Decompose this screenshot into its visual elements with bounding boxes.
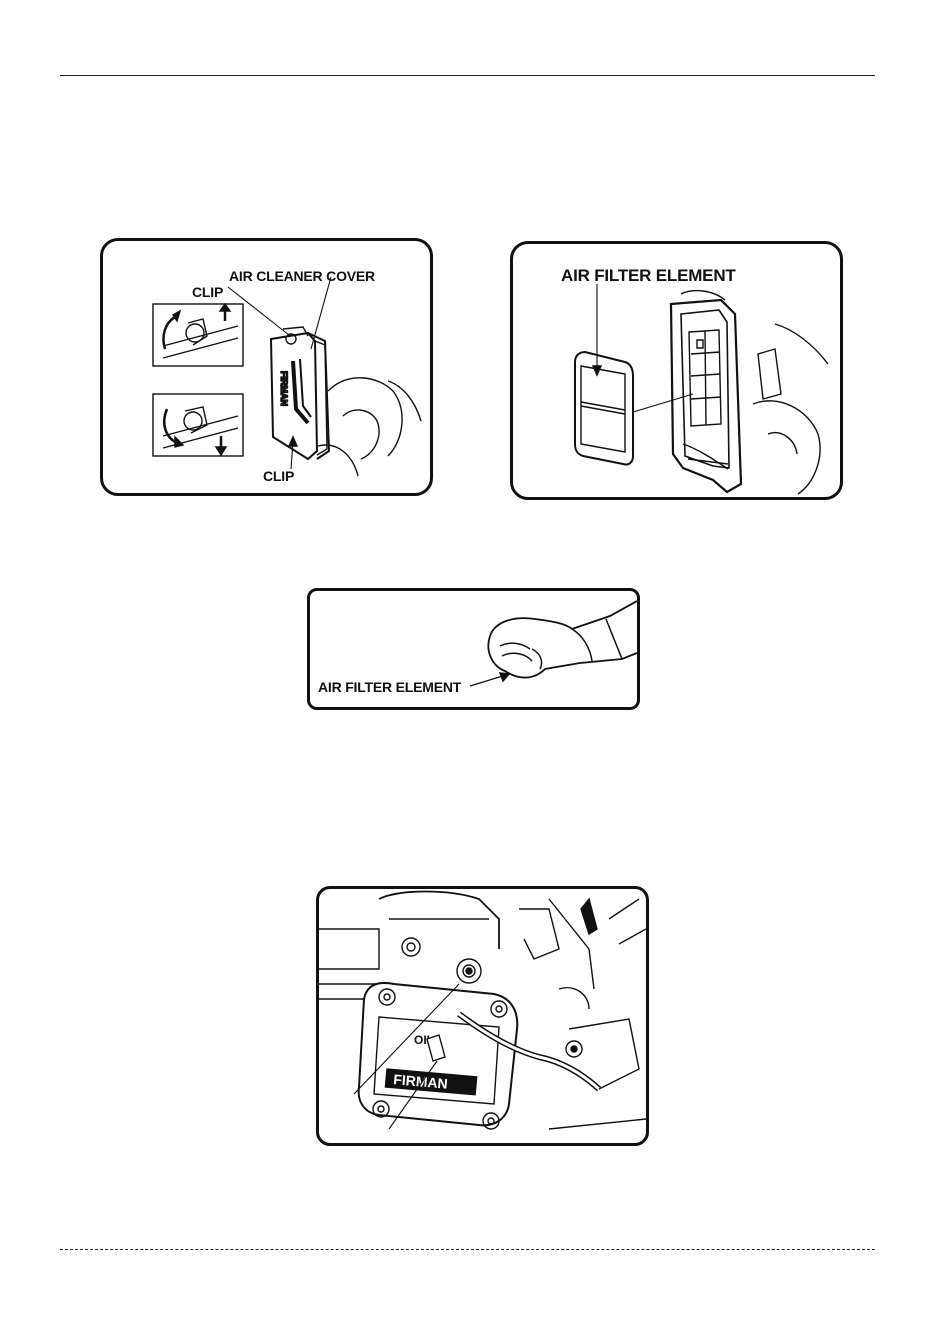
figure-air-cleaner-cover: FIRMAN bbox=[100, 238, 433, 496]
clip-label-bottom: CLIP bbox=[263, 468, 294, 484]
air-filter-element-label: AIR FILTER ELEMENT bbox=[561, 266, 736, 286]
air-filter-element-label-squeeze: AIR FILTER ELEMENT bbox=[318, 679, 461, 695]
figure-squeeze-filter: AIR FILTER ELEMENT bbox=[307, 588, 640, 710]
figure-engine-closeup: FIRMAN OIL bbox=[316, 886, 649, 1146]
clip-label-top: CLIP bbox=[192, 284, 223, 300]
air-cleaner-cover-label: AIR CLEANER COVER bbox=[229, 268, 375, 284]
engine-illustration: FIRMAN OIL bbox=[319, 889, 646, 1143]
footer-rule bbox=[60, 1249, 875, 1250]
figure-air-filter-element: AIR FILTER ELEMENT bbox=[510, 241, 843, 500]
svg-text:FIRMAN: FIRMAN bbox=[279, 371, 289, 406]
header-rule bbox=[60, 75, 875, 76]
